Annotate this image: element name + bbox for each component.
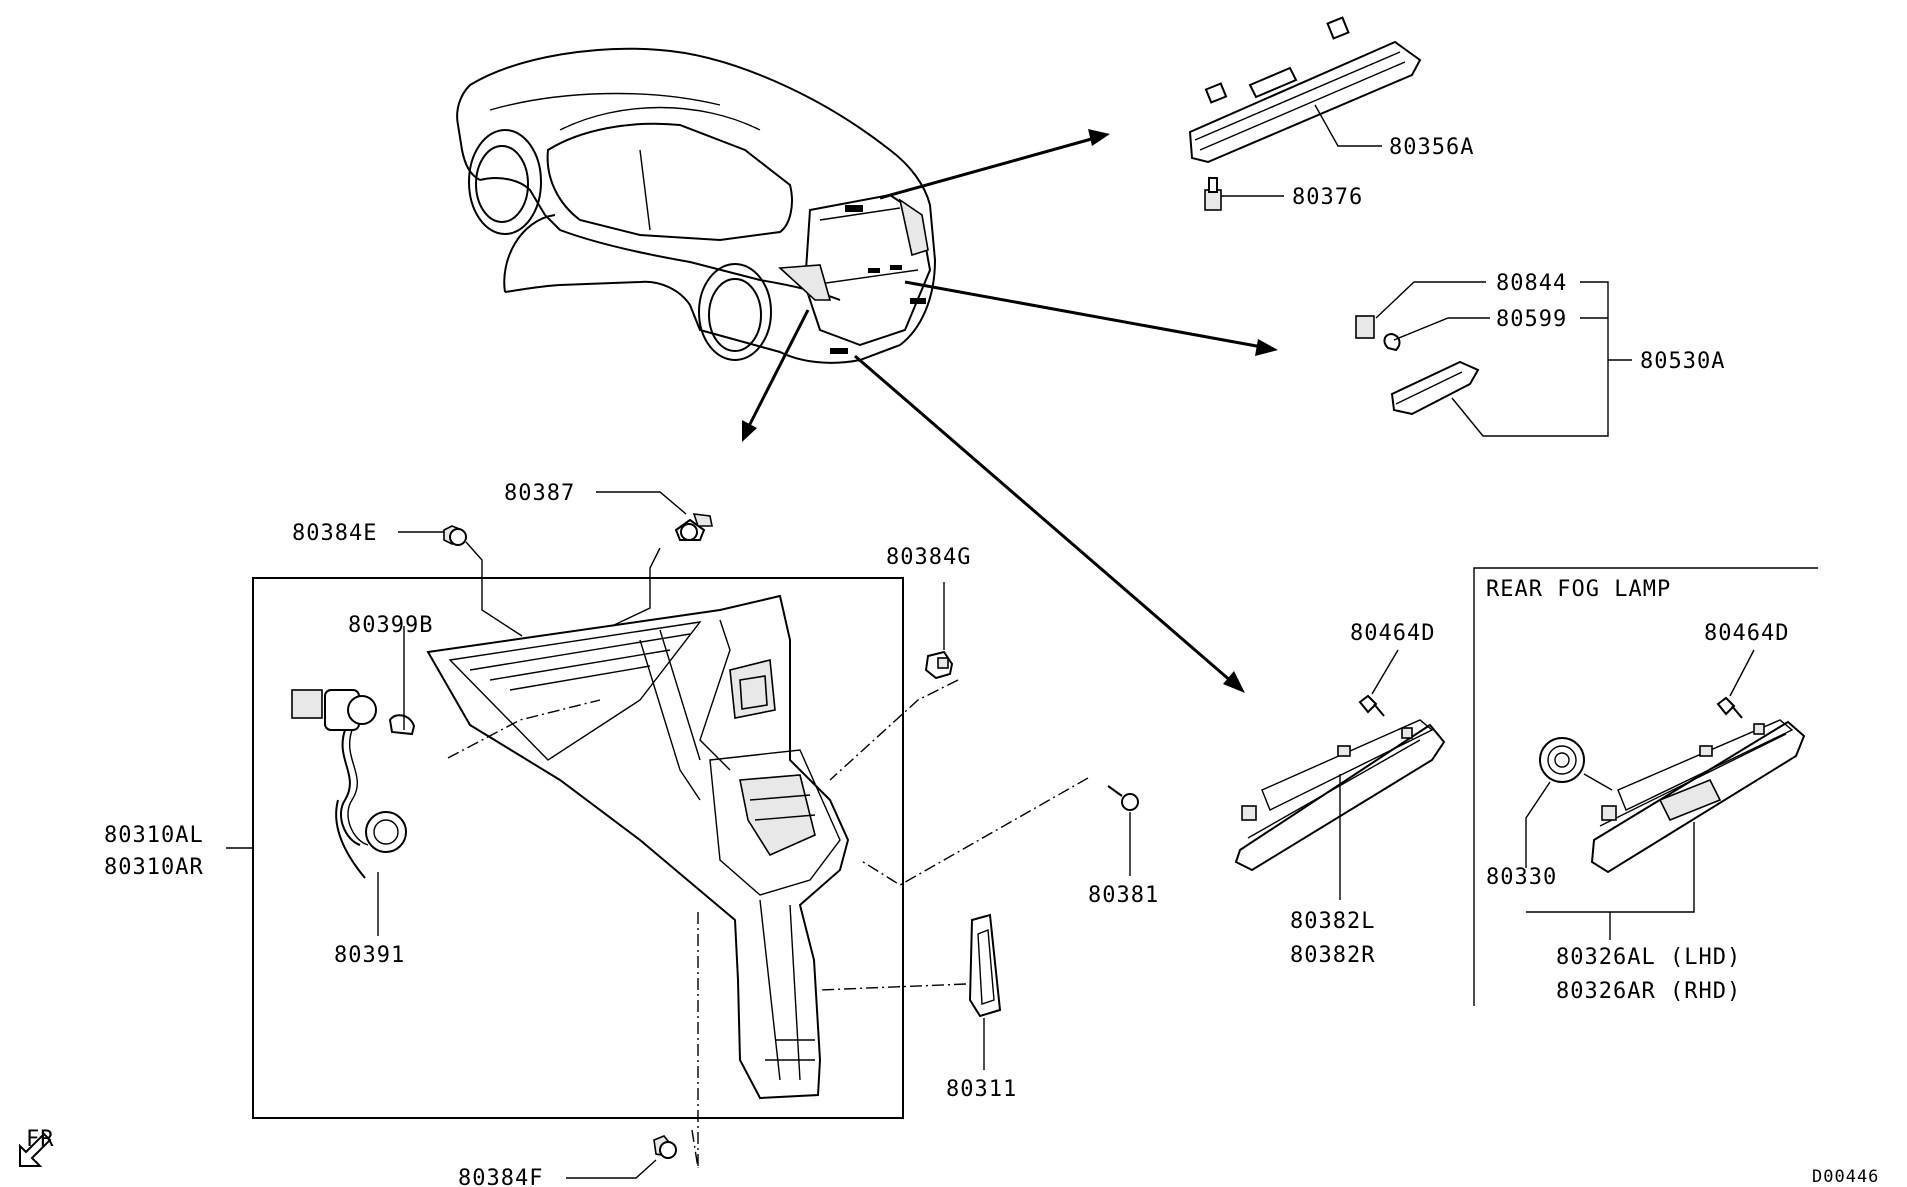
part-80530A-license-lamp xyxy=(1355,281,1632,437)
part-combination-lamp-body xyxy=(426,594,850,1100)
diagram-code: D00446 xyxy=(1812,1167,1879,1187)
label-80387: 80387 xyxy=(504,481,575,506)
label-80464D-right: 80464D xyxy=(1704,621,1789,646)
label-80530A: 80530A xyxy=(1640,349,1725,374)
part-80384F-clip xyxy=(566,1135,677,1179)
label-80384G: 80384G xyxy=(886,545,971,570)
vehicle-illustration xyxy=(456,47,937,364)
label-80399B: 80399B xyxy=(348,613,433,638)
label-80311: 80311 xyxy=(946,1077,1017,1102)
part-80356A-high-mount-lamp xyxy=(1188,16,1422,164)
label-80326AL: 80326AL (LHD) xyxy=(1556,945,1741,970)
label-80391: 80391 xyxy=(334,943,405,968)
callout-arrows xyxy=(742,129,1278,693)
part-80387-clip xyxy=(596,491,713,627)
rear-fog-lamp-section xyxy=(1473,567,1818,1006)
label-80310AL: 80310AL xyxy=(104,823,204,848)
label-80384F: 80384F xyxy=(458,1166,543,1187)
fog-lamp-title: REAR FOG LAMP xyxy=(1486,577,1671,602)
part-80381-screw xyxy=(1107,785,1139,876)
part-80384E-clip xyxy=(398,525,523,637)
part-80311-gasket xyxy=(819,913,1002,1070)
part-80376-bolt xyxy=(1204,177,1284,211)
part-80382-reflector xyxy=(1234,649,1446,900)
label-80382R: 80382R xyxy=(1290,943,1375,968)
part-80384G-clip xyxy=(924,582,954,680)
label-80381: 80381 xyxy=(1088,883,1159,908)
label-80384E: 80384E xyxy=(292,521,377,546)
label-80599: 80599 xyxy=(1496,307,1567,332)
front-indicator-label: FR xyxy=(26,1127,55,1152)
label-80844: 80844 xyxy=(1496,271,1567,296)
label-80330: 80330 xyxy=(1486,865,1557,890)
front-direction-icon xyxy=(19,1132,52,1167)
label-80382L: 80382L xyxy=(1290,909,1375,934)
assembly-centerlines xyxy=(447,679,1089,1169)
part-80391-harness xyxy=(291,626,416,936)
label-80326AR: 80326AR (RHD) xyxy=(1556,979,1741,1004)
label-80464D-left: 80464D xyxy=(1350,621,1435,646)
label-80356A: 80356A xyxy=(1389,135,1474,160)
label-80376: 80376 xyxy=(1292,185,1363,210)
label-80310AR: 80310AR xyxy=(104,855,204,880)
